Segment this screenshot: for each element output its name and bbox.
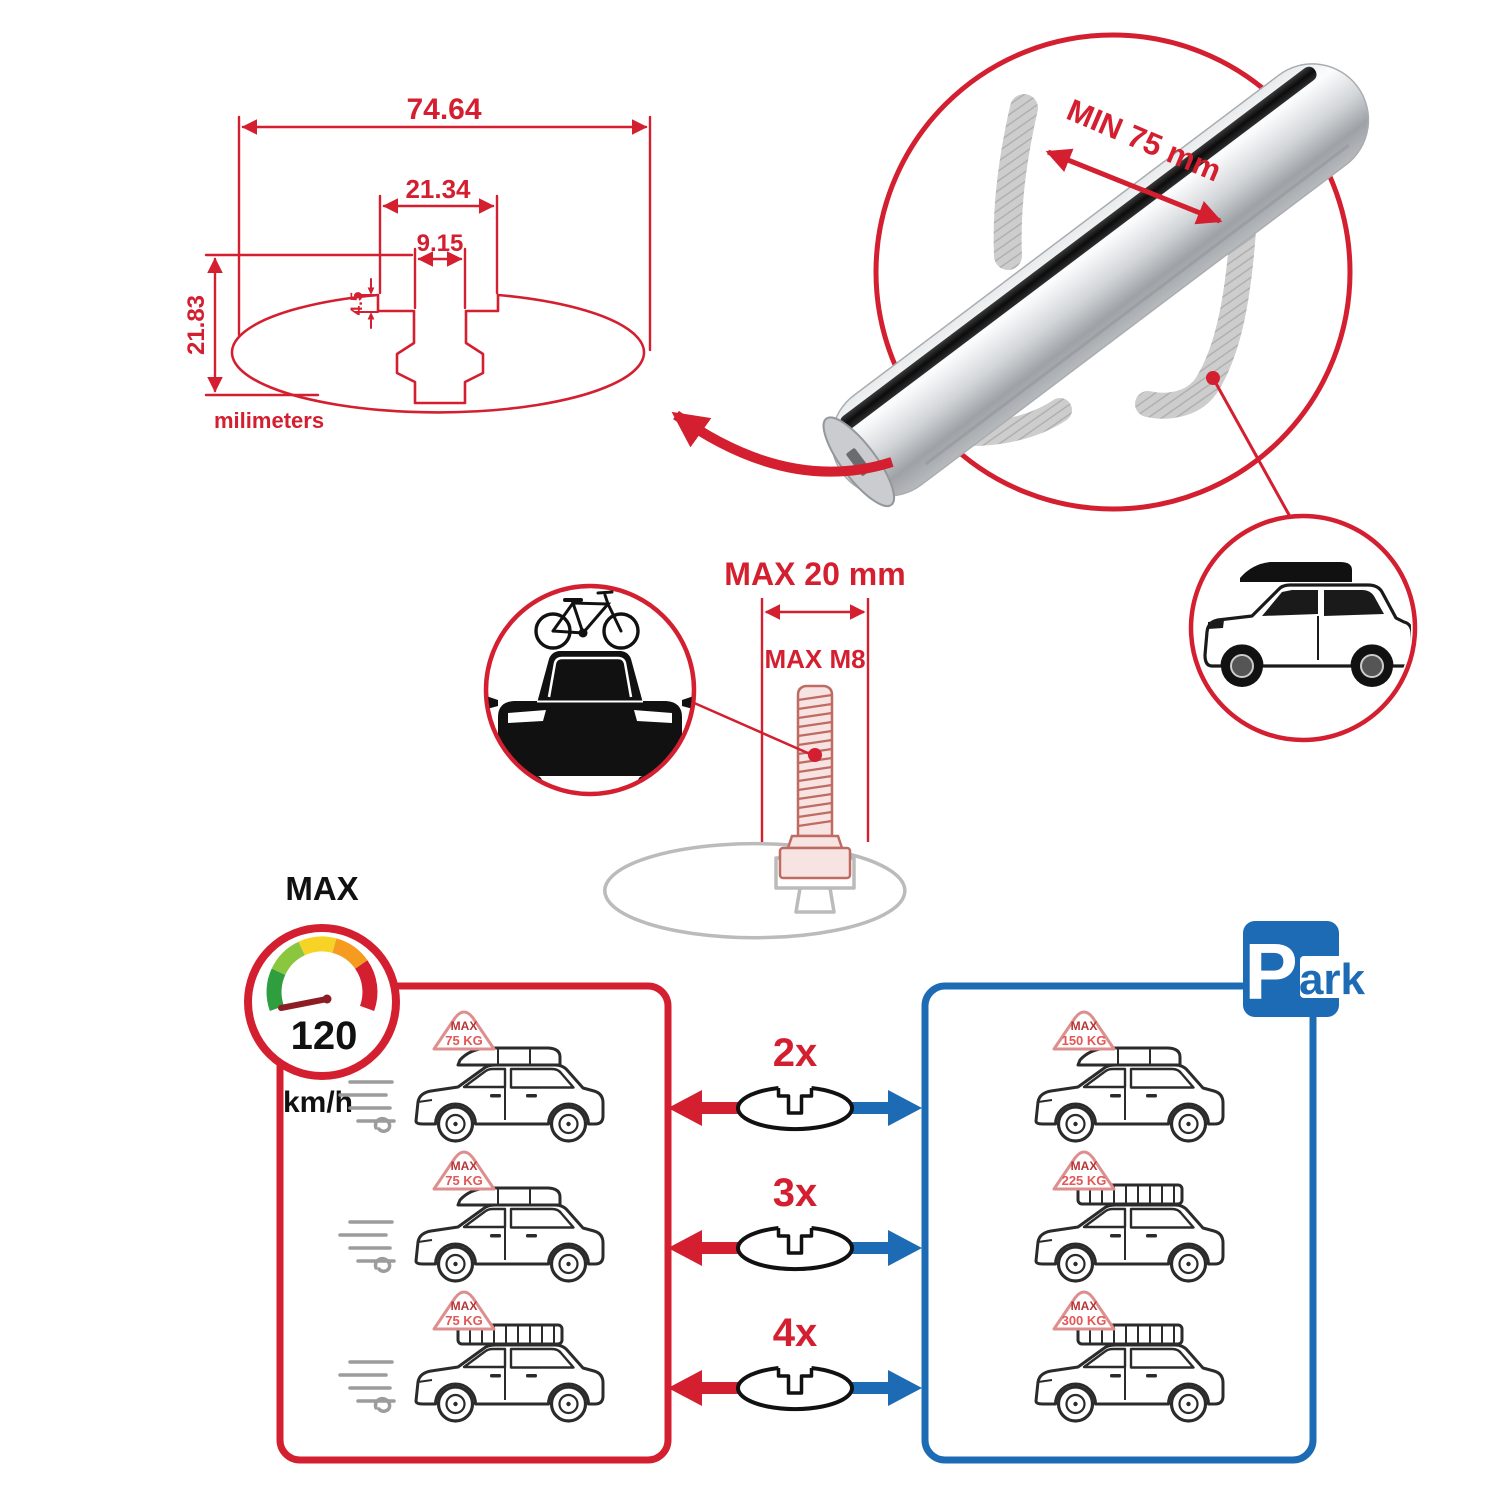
- parked-car-row-3: MAX 300 KG: [1034, 1290, 1225, 1423]
- driving-car-row-1: MAX 75 KG: [338, 1010, 605, 1143]
- load-badge: MAX 75 KG: [432, 1010, 496, 1051]
- bolt-thread-label: MAX M8: [764, 644, 865, 674]
- bolt-width-dim: [760, 598, 870, 842]
- driving-car-row-3: MAX 75 KG: [338, 1290, 605, 1423]
- right-arrow-head: [888, 1230, 922, 1266]
- crossbar-profile-icon: [736, 1086, 854, 1132]
- left-arrow-head: [668, 1090, 702, 1126]
- load-badge: MAX 300 KG: [1052, 1290, 1116, 1331]
- badge-max-label: MAX: [451, 1159, 478, 1173]
- bar-count-row-2: 3x: [668, 1171, 922, 1272]
- car-art: [414, 1063, 605, 1143]
- bolt-max-width-label: MAX 20 mm: [724, 556, 905, 592]
- gauge-speed-value: 120: [291, 1014, 358, 1058]
- roof-box: [456, 1046, 562, 1067]
- dim-width-total-label: 74.64: [406, 93, 481, 126]
- right-arrow-head: [888, 1090, 922, 1126]
- load-badge: MAX 150 KG: [1052, 1010, 1116, 1051]
- badge-max-label: MAX: [1071, 1159, 1098, 1173]
- badge-load-value: 150 KG: [1062, 1033, 1107, 1048]
- min-span-arrow: [1045, 148, 1223, 225]
- dim-slot-inner-label: 9.15: [417, 230, 464, 257]
- dim-step-depth: [354, 278, 379, 329]
- profile-ellipse: [230, 293, 646, 414]
- dim-step-depth-label: 4.5: [347, 292, 366, 316]
- bolt-leader-line: [691, 700, 811, 756]
- suv-illustration: [1203, 562, 1411, 687]
- badge-max-label: MAX: [1071, 1019, 1098, 1033]
- bike-icon: [534, 590, 640, 650]
- park-sign-p: P: [1244, 927, 1297, 1016]
- parked-car-row-1: MAX 150 KG: [1034, 1010, 1225, 1143]
- right-arrow-head: [888, 1370, 922, 1406]
- badge-max-label: MAX: [451, 1019, 478, 1033]
- count-label: 4x: [773, 1311, 818, 1355]
- park-sign: P ark: [1243, 921, 1366, 1017]
- driving-panel: [276, 982, 672, 1464]
- load-badge: MAX 75 KG: [432, 1150, 496, 1191]
- load-badge: MAX 75 KG: [432, 1290, 496, 1331]
- roof-box: [1076, 1046, 1182, 1067]
- badge-max-label: MAX: [451, 1299, 478, 1313]
- dim-height-label: 21.83: [183, 295, 210, 355]
- bar-count-row-1: 2x: [668, 1031, 922, 1132]
- park-sign-backing: [1300, 956, 1366, 998]
- badge-load-value: 75 KG: [445, 1033, 483, 1048]
- dim-height: [204, 253, 414, 397]
- count-label: 3x: [773, 1171, 818, 1215]
- bolt: [778, 684, 852, 880]
- motion-lines: [338, 1360, 396, 1413]
- badge-load-value: 75 KG: [445, 1173, 483, 1188]
- badge-max-label: MAX: [1071, 1299, 1098, 1313]
- profile-ghost: [603, 841, 907, 940]
- dim-slot-outer-label: 21.34: [405, 174, 471, 204]
- motion-lines: [338, 1220, 396, 1273]
- profile-t-slot: [376, 293, 500, 405]
- badge-load-value: 300 KG: [1062, 1313, 1107, 1328]
- bolt-callout-dot: [808, 748, 822, 762]
- badge-load-value: 75 KG: [445, 1313, 483, 1328]
- bolt-t-head: [778, 846, 852, 880]
- gauge-arc: [266, 936, 378, 1011]
- badge-load-value: 225 KG: [1062, 1173, 1107, 1188]
- bar-count-row-3: 4x: [668, 1311, 922, 1412]
- count-label: 2x: [773, 1031, 818, 1075]
- car-front-illustration: [488, 590, 692, 788]
- cross-section-drawing: 74.64 21.34 9.15 4.5: [183, 93, 652, 433]
- parking-panel: [921, 982, 1317, 1464]
- park-sign-suffix: ark: [1299, 955, 1366, 1004]
- magnifier-circle-group: MIN 75 mm: [671, 32, 1370, 512]
- car-art: [1034, 1203, 1225, 1283]
- gauge-needle: [278, 996, 330, 1011]
- gauge-max-label: MAX: [285, 870, 358, 907]
- car-art: [1034, 1343, 1225, 1423]
- units-label: milimeters: [214, 408, 324, 433]
- arrow-to-cross-section: [671, 410, 894, 477]
- dim-slot-inner: [413, 247, 467, 310]
- crossbar-profile-icon: [736, 1366, 854, 1412]
- load-badge: MAX 225 KG: [1052, 1150, 1116, 1191]
- crossbar-profile-icon: [736, 1226, 854, 1272]
- parked-car-row-2: MAX 225 KG: [1034, 1150, 1225, 1283]
- car-front-circle-group: [483, 583, 697, 797]
- gauge-speed-unit: km/h: [283, 1086, 353, 1119]
- dim-slot-outer: [378, 194, 499, 295]
- roof-box: [456, 1186, 562, 1207]
- speed-gauge: MAX 120 km/h: [244, 870, 400, 1119]
- car-art: [1034, 1063, 1225, 1143]
- roof-box: [1240, 562, 1352, 582]
- left-arrow-head: [668, 1370, 702, 1406]
- connector-line-suv: [1211, 377, 1305, 541]
- left-arrow-head: [668, 1230, 702, 1266]
- bolt-diagram: MAX 20 mm MAX M8: [603, 556, 907, 940]
- driving-car-row-2: MAX 75 KG: [338, 1150, 605, 1283]
- car-art: [414, 1343, 605, 1423]
- dim-width-total: [237, 115, 652, 352]
- suv-circle-group: [1188, 513, 1418, 743]
- car-art: [414, 1203, 605, 1283]
